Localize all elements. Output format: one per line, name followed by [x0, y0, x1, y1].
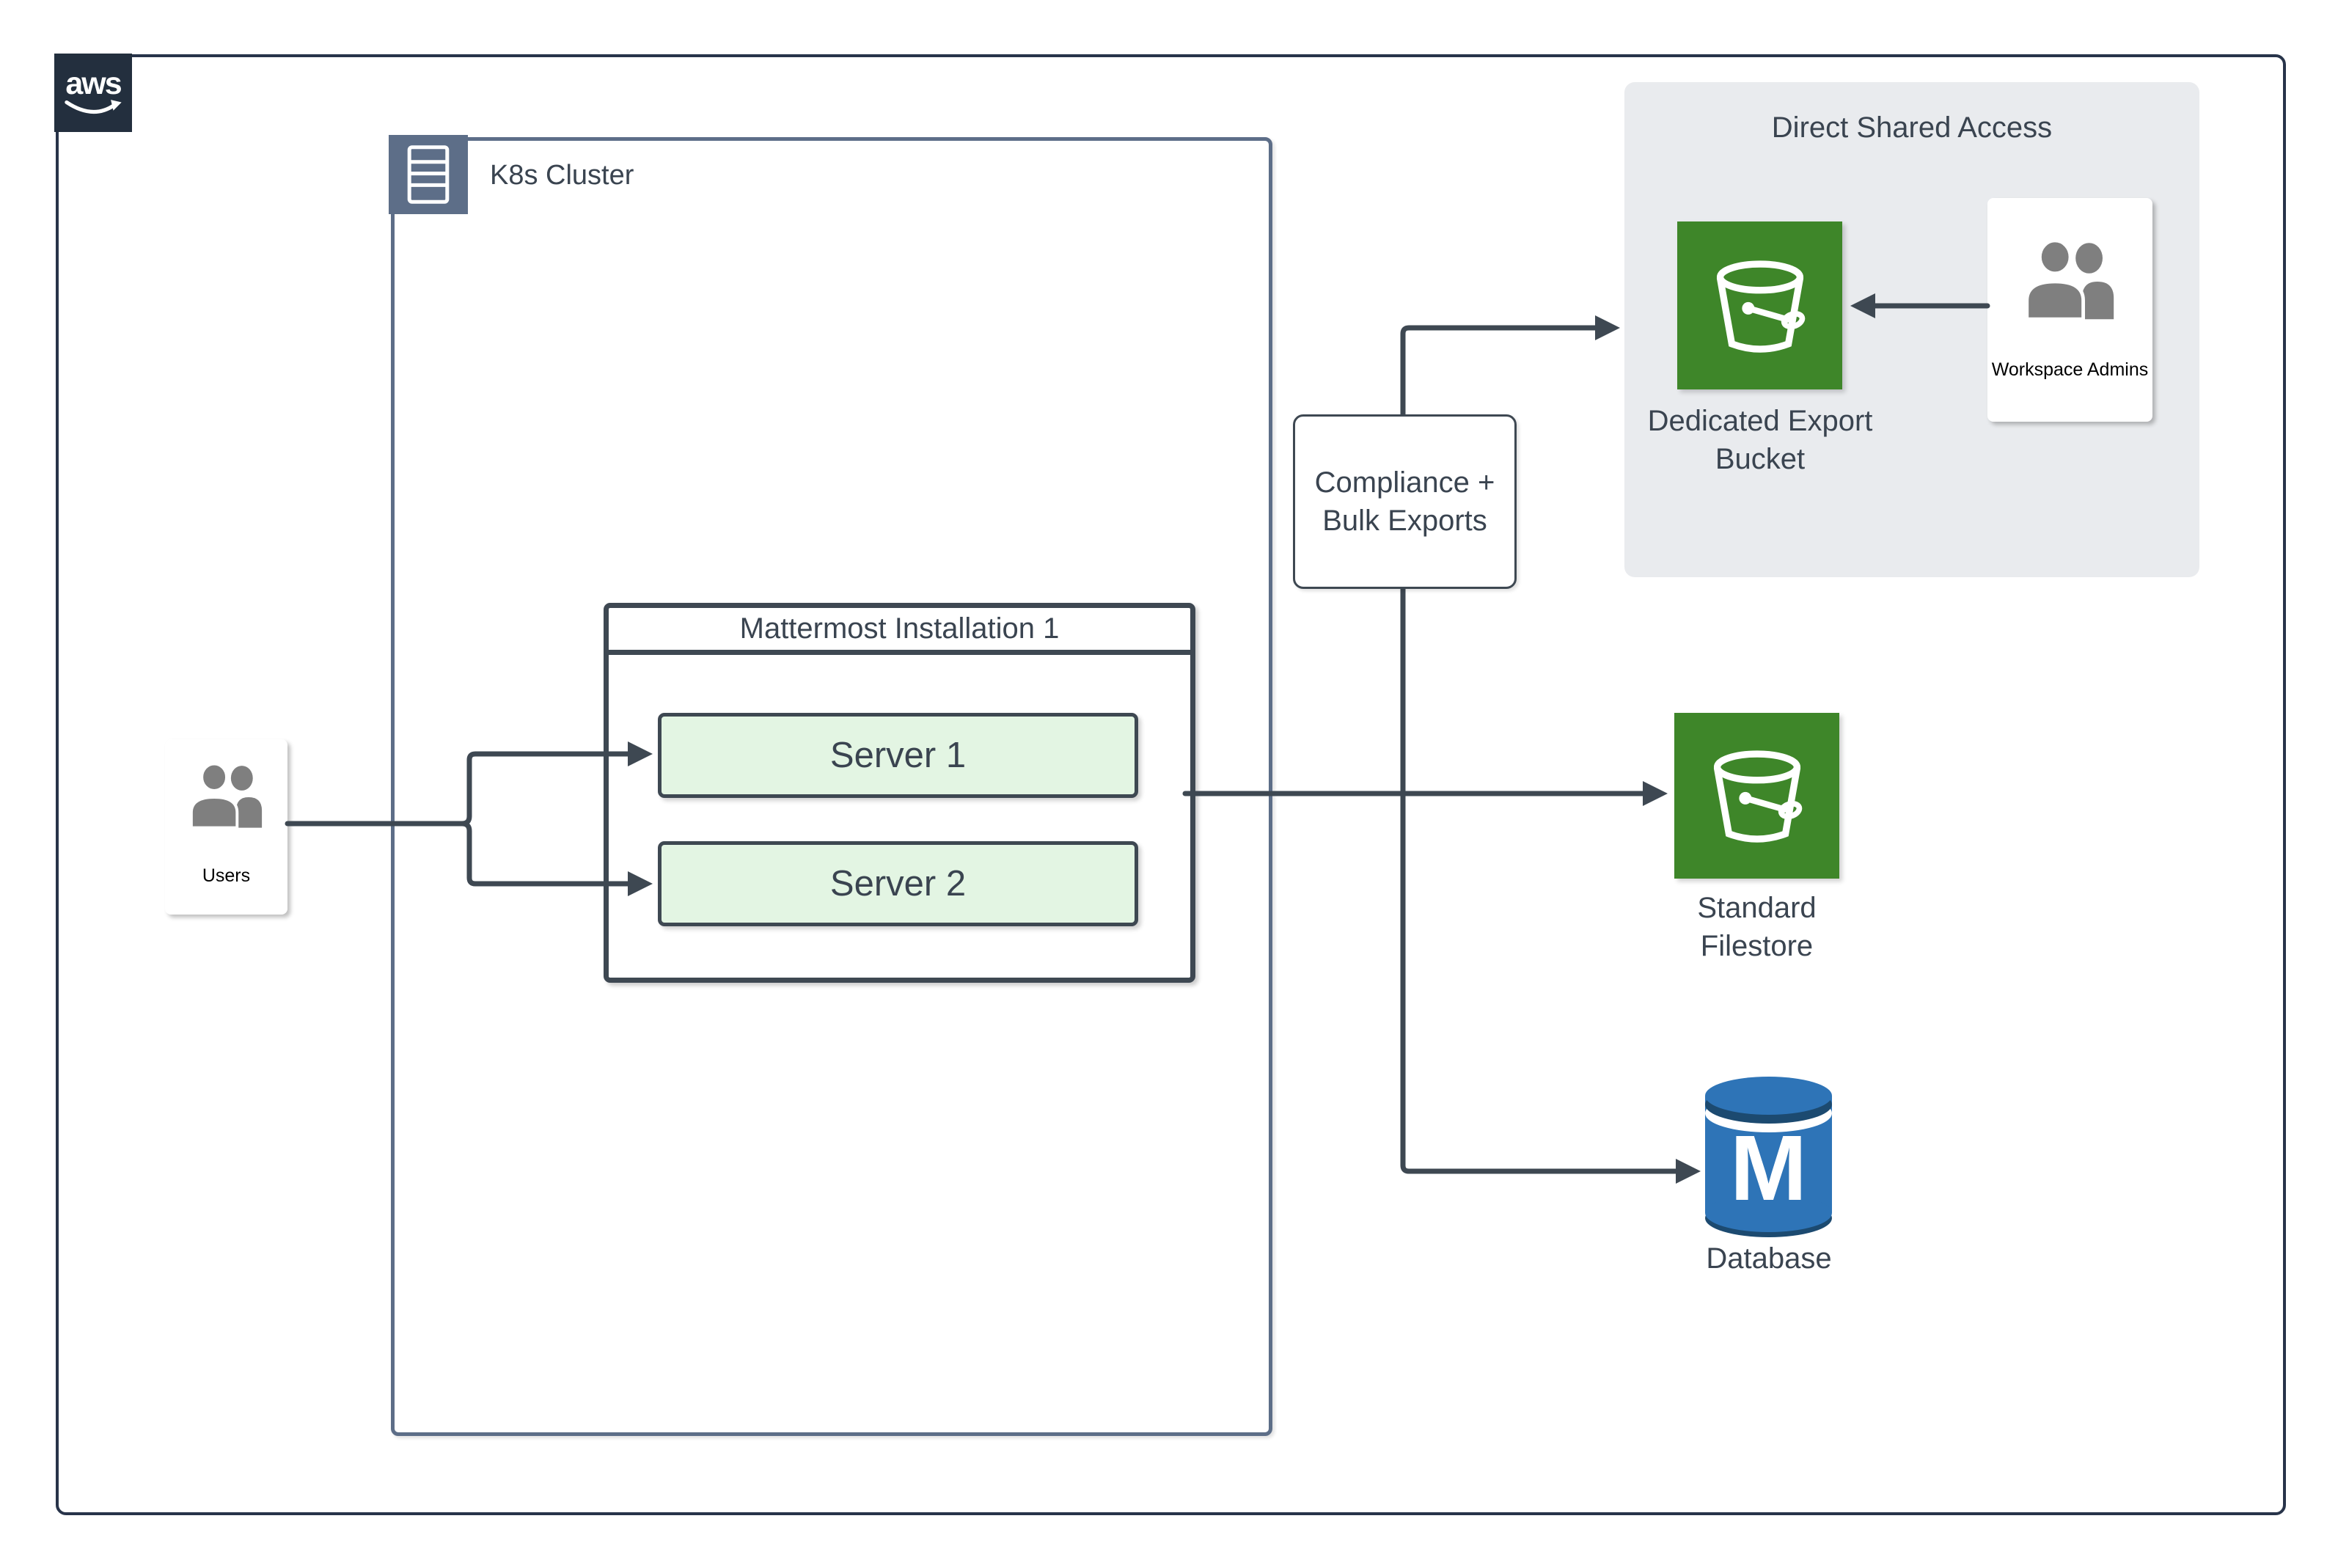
workspace-admins-label: Workspace Admins: [1991, 359, 2149, 380]
mattermost-installation-title: Mattermost Installation 1: [609, 608, 1190, 655]
k8s-cluster-label: K8s Cluster: [490, 160, 634, 191]
workspace-admins-icon: [2024, 238, 2114, 321]
users-label: Users: [202, 865, 251, 886]
database-monogram: M: [1730, 1116, 1807, 1220]
dedicated-export-bucket-label: Dedicated Export Bucket: [1647, 405, 1873, 475]
database-cylinder-icon: M: [1705, 1077, 1832, 1237]
server-2-node: Server 2: [658, 841, 1138, 926]
standard-filestore-label: Standard Filestore: [1697, 892, 1817, 962]
aws-cloud-border: [56, 54, 2286, 1515]
users-node: Users: [165, 739, 287, 915]
s3-bucket-icon: [1677, 221, 1842, 389]
users-icon: [189, 762, 262, 829]
server-rack-icon: [389, 135, 468, 214]
s3-bucket-icon: [1674, 713, 1839, 879]
direct-shared-access-title: Direct Shared Access: [1771, 111, 2053, 144]
compliance-bulk-exports-node: Compliance + Bulk Exports: [1293, 414, 1517, 589]
aws-logo-text: aws: [65, 65, 122, 101]
server-1-node: Server 1: [658, 713, 1138, 798]
database-label: Database: [1706, 1242, 1832, 1275]
workspace-admins-node: Workspace Admins: [1987, 198, 2152, 422]
aws-smile-icon: [65, 99, 122, 114]
aws-logo: aws: [54, 54, 132, 132]
